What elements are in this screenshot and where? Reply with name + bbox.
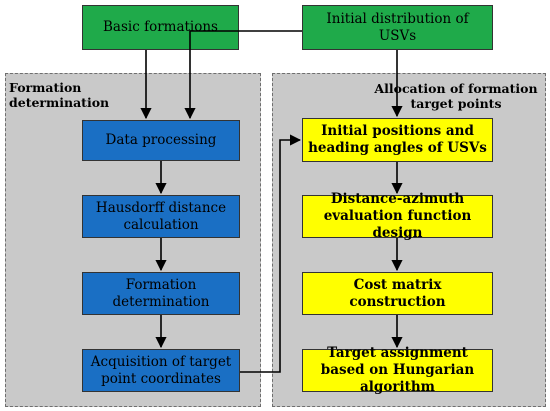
allocation-title: Allocation of formation target points	[374, 81, 538, 111]
formation-determination-label: Formation determination	[112, 276, 210, 310]
target-assignment-label: Target assignment based on Hungarian alg…	[320, 345, 475, 395]
initial-positions-label: Initial positions and heading angles of …	[308, 123, 487, 156]
acquisition-target-points-box: Acquisition of target point coordinates	[82, 349, 240, 392]
acquisition-target-points-label: Acquisition of target point coordinates	[90, 353, 232, 387]
cost-matrix-label: Cost matrix construction	[349, 276, 446, 310]
hausdorff-distance-label: Hausdorff distance calculation	[95, 199, 227, 233]
data-processing-label: Data processing	[105, 132, 217, 148]
distance-azimuth-label: Distance-azimuth evaluation function des…	[323, 191, 472, 241]
formation-determination-box: Formation determination	[82, 272, 240, 315]
formation-determination-title: Formation determination	[9, 80, 110, 110]
hausdorff-distance-box: Hausdorff distance calculation	[82, 195, 240, 238]
data-processing-box: Data processing	[82, 120, 240, 161]
arrow-acquisition-to-initial-positions	[240, 134, 302, 373]
cost-matrix-box: Cost matrix construction	[302, 272, 493, 315]
arrow-initial-to-data-processing	[184, 30, 302, 120]
initial-positions-box: Initial positions and heading angles of …	[302, 118, 493, 162]
initial-distribution-label: Initial distribution of USVs	[326, 10, 469, 44]
distance-azimuth-box: Distance-azimuth evaluation function des…	[302, 191, 493, 241]
initial-distribution-box: Initial distribution of USVs	[302, 5, 493, 50]
target-assignment-box: Target assignment based on Hungarian alg…	[302, 345, 493, 395]
